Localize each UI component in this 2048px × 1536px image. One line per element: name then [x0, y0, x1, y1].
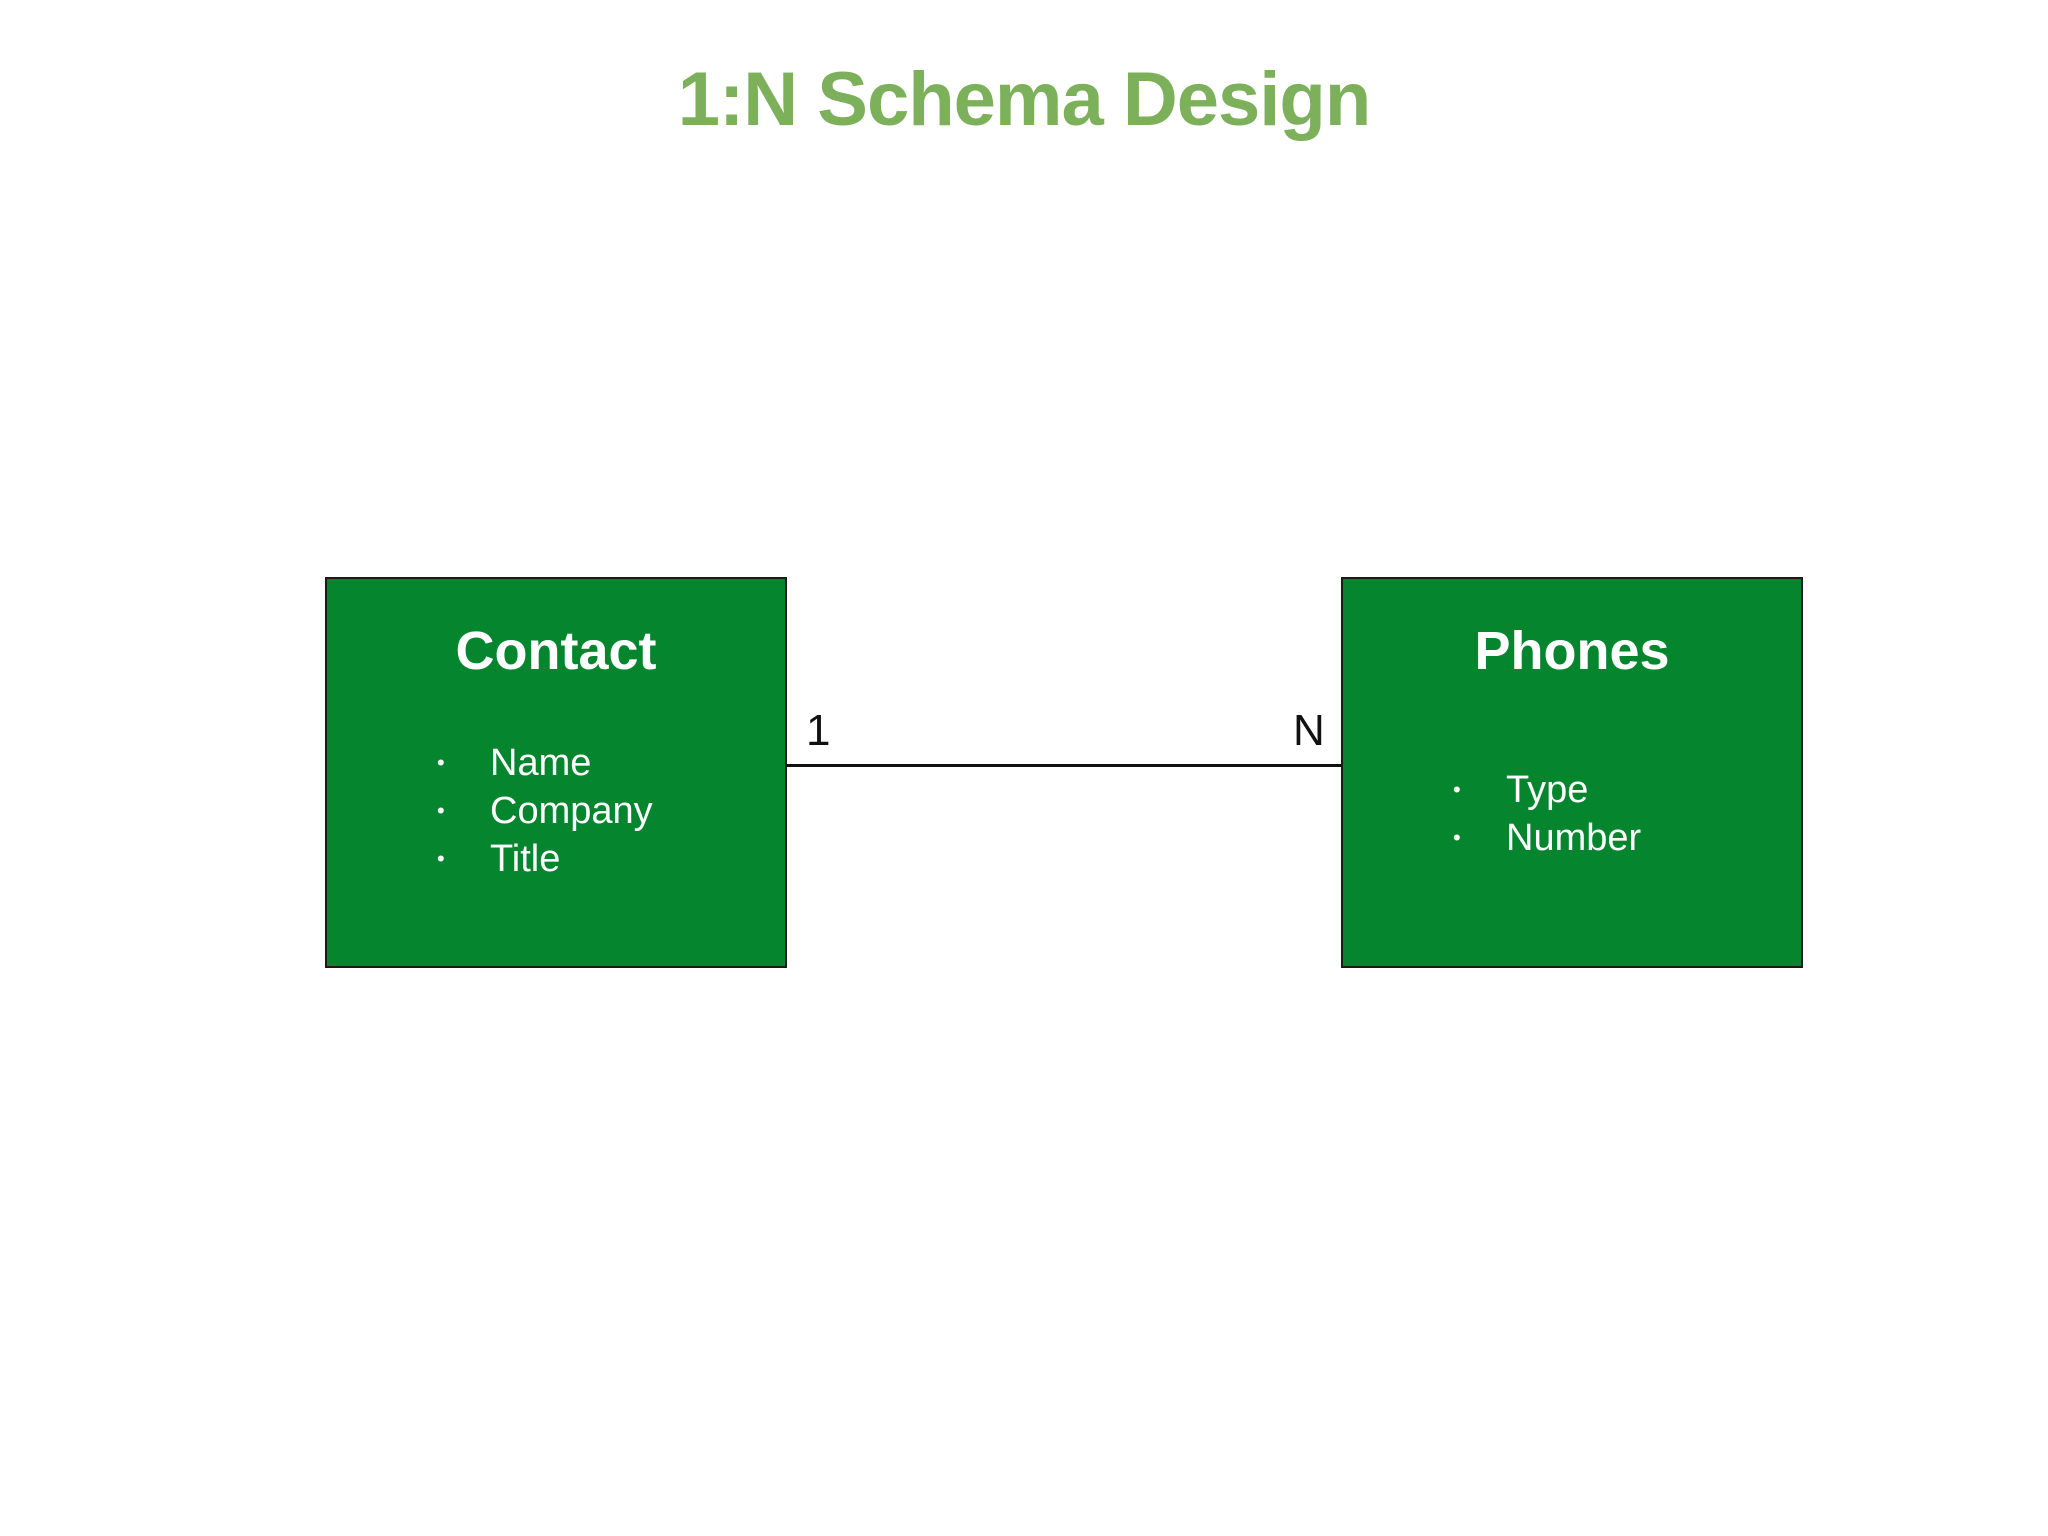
entity-title-phones: Phones: [1474, 621, 1670, 681]
attribute-list-phones: • Type • Number: [1343, 766, 1801, 862]
attribute-item: • Number: [1343, 814, 1801, 862]
attribute-item: • Name: [327, 739, 785, 787]
entity-box-phones: Phones • Type • Number: [1341, 577, 1803, 968]
attribute-item: • Type: [1343, 766, 1801, 814]
attribute-label: Company: [490, 790, 653, 832]
cardinality-many-label: N: [1293, 706, 1325, 755]
entity-title-contact: Contact: [455, 621, 657, 681]
attribute-label: Name: [490, 742, 592, 784]
attribute-list-contact: • Name • Company • Title: [327, 739, 785, 883]
slide-title: 1:N Schema Design: [677, 57, 1372, 142]
attribute-item: • Title: [327, 835, 785, 883]
bullet-icon: •: [437, 846, 445, 871]
cardinality-one-label: 1: [806, 706, 831, 755]
bullet-icon: •: [1453, 825, 1461, 850]
bullet-icon: •: [437, 798, 445, 823]
entity-box-contact: Contact • Name • Company • Title: [325, 577, 787, 968]
attribute-label: Type: [1506, 769, 1589, 811]
bullet-icon: •: [1453, 777, 1461, 802]
bullet-icon: •: [437, 750, 445, 775]
attribute-label: Number: [1506, 817, 1642, 859]
attribute-label: Title: [490, 838, 561, 880]
relationship-line: [787, 764, 1341, 767]
attribute-item: • Company: [327, 787, 785, 835]
